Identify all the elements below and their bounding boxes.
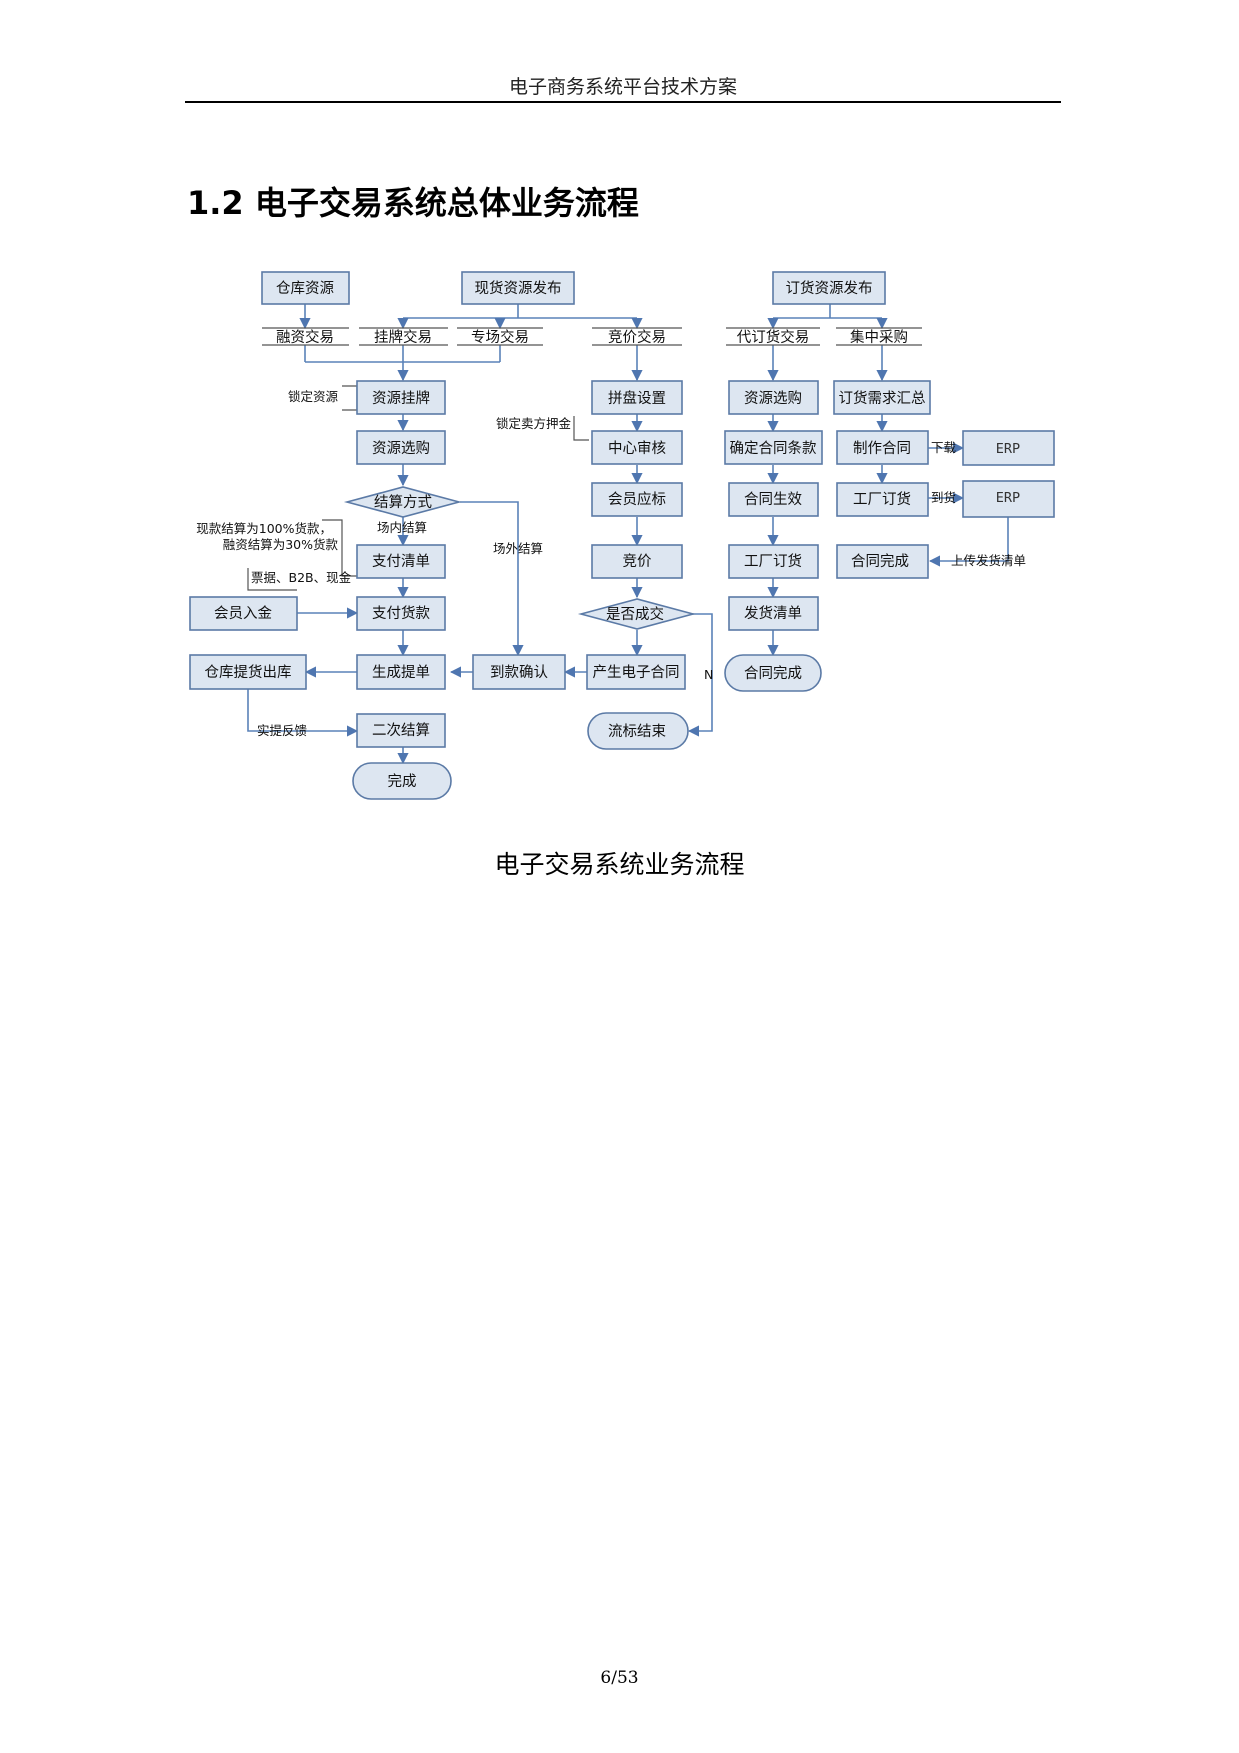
- node-pinpan-shezhi: [591, 380, 683, 415]
- node-ziyuan-xuangou-b: [728, 380, 819, 415]
- text-fahuo-qingdan: 发货清单: [744, 605, 802, 622]
- node-hetong-wancheng-c: [724, 654, 822, 692]
- text-rongzi-jiaoyi: 融资交易: [276, 328, 334, 346]
- text-ziyuan-xuangou-a: 资源选购: [372, 440, 430, 457]
- node-zhifu-huokuan: [356, 596, 446, 631]
- text-zhuanchang-jiaoyi: 专场交易: [471, 328, 529, 346]
- label-daohuo: 到货: [931, 490, 956, 505]
- header-rule: [185, 101, 1061, 103]
- node-jiesuan-fangshi: [343, 486, 463, 518]
- text-liubiao-jieshu: 流标结束: [608, 723, 666, 740]
- node-hetong-wancheng-r: [836, 544, 929, 579]
- label-note-line1: 现款结算为100%货款，: [196, 521, 332, 536]
- text-jizhong-caigou: 集中采购: [850, 329, 908, 346]
- label-changnei-jiesuan: 场内结算: [377, 520, 427, 535]
- text-erp-1: ERP: [996, 441, 1020, 457]
- node-zhizuo-hetong: [836, 430, 929, 465]
- node-cangku-ziyuan: [261, 271, 350, 305]
- text-huiyuan-yingbiao: 会员应标: [608, 490, 666, 508]
- node-hetong-shengxiao: [728, 482, 819, 517]
- text-ziyuan-guapai: 资源挂牌: [372, 390, 430, 407]
- text-cangku-tihuo: 仓库提货出库: [205, 664, 292, 681]
- text-erci-jiesuan: 二次结算: [372, 722, 430, 739]
- node-shifou-chengjiao: [577, 598, 697, 630]
- node-wancheng: [352, 762, 452, 800]
- text-shengcheng-tidan: 生成提单: [372, 664, 430, 681]
- text-daokuan-queren: 到款确认: [490, 664, 548, 681]
- node-jingjia: [591, 544, 683, 579]
- text-erp-2: ERP: [996, 490, 1020, 506]
- node-liubiao-jieshu: [587, 712, 689, 750]
- node-ziyuan-xuangou-a: [356, 430, 446, 465]
- node-erci-jiesuan: [356, 713, 446, 748]
- text-zhifu-qingdan: 支付清单: [372, 553, 430, 570]
- node-zhongxin-shenhe: [591, 430, 683, 465]
- text-wancheng: 完成: [388, 773, 417, 790]
- text-ziyuan-xuangou-b: 资源选购: [744, 390, 802, 407]
- section-title: 1.2 电子交易系统总体业务流程: [187, 184, 639, 222]
- node-gongchang-dinghuo-c: [728, 544, 819, 579]
- text-huiyuan-rujin: 会员入金: [214, 605, 272, 622]
- text-jiesuan-fangshi: 结算方式: [374, 494, 432, 511]
- node-queding-tiaokuan: [724, 430, 823, 465]
- text-xianhuo-fabu: 现货资源发布: [475, 280, 562, 297]
- label-shangchuan: 上传发货清单: [951, 553, 1026, 568]
- label-suoding-ziyuan: 锁定资源: [288, 389, 339, 404]
- node-zhifu-qingdan: [356, 544, 446, 579]
- node-chansheng-hetong: [586, 654, 686, 690]
- text-hetong-shengxiao: 合同生效: [744, 491, 802, 508]
- node-xianhuo-fabu: [461, 271, 575, 305]
- text-zhifu-huokuan: 支付货款: [372, 605, 430, 622]
- text-chansheng-hetong: 产生电子合同: [593, 664, 680, 681]
- connectors: [247, 304, 1009, 765]
- flowchart: 仓库资源 现货资源发布 订货资源发布 融资交易 挂牌交易 专场交易 竞价交易 代…: [189, 271, 1055, 800]
- text-zhongxin-shenhe: 中心审核: [608, 440, 666, 457]
- page-header: 电子商务系统平台技术方案: [508, 76, 737, 98]
- node-dinghuo-fabu: [772, 271, 886, 305]
- node-daokuan-queren: [472, 654, 566, 690]
- node-ziyuan-guapai: [356, 380, 446, 415]
- node-dinghuo-xuqiu: [833, 380, 931, 415]
- label-suoding-yajin: 锁定卖方押金: [496, 416, 572, 431]
- label-xiazai: 下载: [931, 440, 957, 455]
- label-no-branch: N: [704, 667, 713, 682]
- text-queding-tiaokuan: 确定合同条款: [730, 440, 817, 457]
- label-note-line2: 融资结算为30%货款: [223, 537, 339, 552]
- text-dinghuo-fabu: 订货资源发布: [786, 280, 873, 297]
- text-gongchang-dinghuo-c: 工厂订货: [744, 553, 802, 570]
- node-huiyuan-rujin: [189, 596, 298, 631]
- label-shiti-fankui: 实提反馈: [257, 723, 307, 738]
- text-hetong-wancheng-c: 合同完成: [744, 665, 802, 682]
- node-fahuo-qingdan: [728, 596, 819, 631]
- text-gongchang-dinghuo-r: 工厂订货: [853, 491, 911, 508]
- figure-caption: 电子交易系统业务流程: [494, 850, 745, 879]
- node-shengcheng-tidan: [356, 654, 446, 690]
- text-shifou-chengjiao: 是否成交: [606, 605, 664, 623]
- text-zhizuo-hetong: 制作合同: [853, 440, 911, 457]
- node-huiyuan-yingbiao: [591, 482, 683, 517]
- node-gongchang-dinghuo-r: [836, 482, 929, 517]
- node-erp-2: [962, 480, 1055, 518]
- node-erp-1: [962, 430, 1055, 466]
- text-daidinghuo-jiaoyi: 代订货交易: [737, 328, 810, 346]
- text-pinpan-shezhi: 拼盘设置: [608, 389, 666, 407]
- text-hetong-wancheng-r: 合同完成: [851, 553, 909, 570]
- text-dinghuo-xuqiu: 订货需求汇总: [839, 390, 926, 407]
- text-jingjia: 竞价: [623, 552, 652, 570]
- text-guapai-jiaoyi: 挂牌交易: [374, 328, 432, 346]
- row2-underlined: [262, 327, 922, 346]
- text-cangku-ziyuan: 仓库资源: [276, 280, 334, 297]
- text-jingjia-jiaoyi: 竞价交易: [608, 328, 666, 346]
- label-piaoju: 票据、B2B、现金: [251, 570, 352, 585]
- label-changwai-jiesuan: 场外结算: [493, 541, 543, 556]
- page-number: 6/53: [600, 1668, 639, 1688]
- node-cangku-tihuo: [189, 654, 307, 690]
